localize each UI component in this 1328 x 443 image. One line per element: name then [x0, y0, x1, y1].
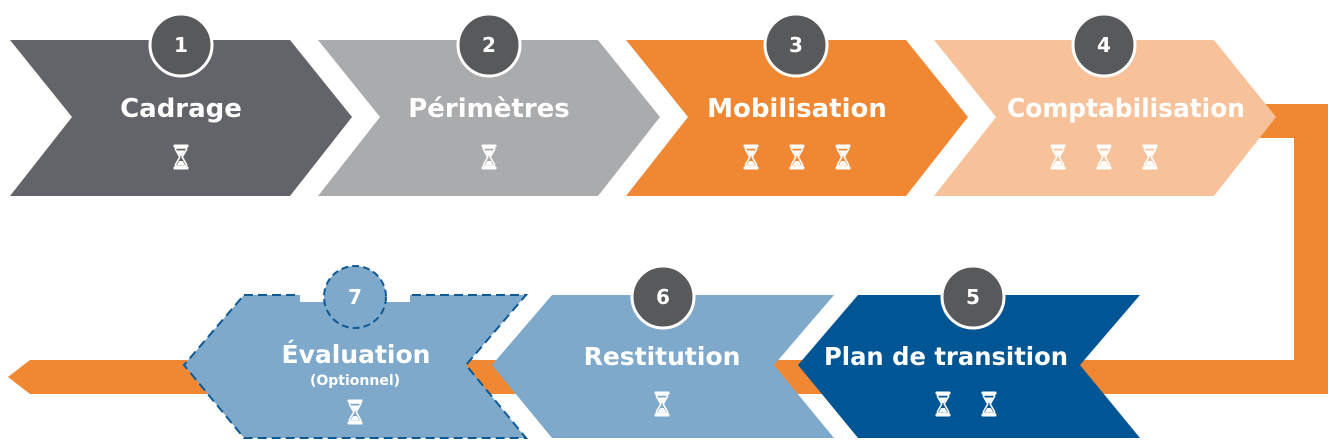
connector-arrowhead — [8, 360, 36, 394]
step-1-label: Cadrage — [120, 94, 242, 124]
step-7-sublabel: (Optionnel) — [310, 373, 400, 389]
connector-bottom-right — [1080, 360, 1328, 394]
step-5-number: 5 — [966, 285, 980, 309]
step-2-label: Périmètres — [408, 94, 570, 124]
step-7-chevron — [182, 294, 529, 439]
step-1-number: 1 — [174, 33, 188, 57]
step-6-badge: 6 — [630, 264, 696, 330]
step-6-label: Restitution — [584, 342, 741, 371]
step-4-chevron — [934, 40, 1276, 196]
step-4-label: Comptabilisation — [1007, 94, 1245, 124]
step-1-badge: 1 — [148, 12, 214, 78]
step-7-label: Évaluation — [282, 340, 431, 369]
step-5-label: Plan de transition — [824, 342, 1068, 371]
step-6-number: 6 — [656, 285, 670, 309]
step-7-badge: 7 — [300, 265, 410, 329]
step-4-number: 4 — [1097, 33, 1111, 57]
step-4-badge: 4 — [1071, 12, 1137, 78]
step-1-chevron — [10, 40, 352, 196]
step-6-chevron — [492, 295, 834, 438]
step-2-chevron — [318, 40, 660, 196]
step-2-badge: 2 — [456, 12, 522, 78]
step-2-number: 2 — [482, 33, 496, 57]
step-3-badge: 3 — [763, 12, 829, 78]
step-3-chevron — [626, 40, 968, 196]
step-3-number: 3 — [789, 33, 803, 57]
step-5-chevron — [798, 295, 1140, 438]
step-3-label: Mobilisation — [707, 94, 887, 124]
step-5-badge: 5 — [940, 264, 1006, 330]
step-7-number: 7 — [348, 285, 362, 309]
connector-vertical — [1294, 104, 1328, 394]
